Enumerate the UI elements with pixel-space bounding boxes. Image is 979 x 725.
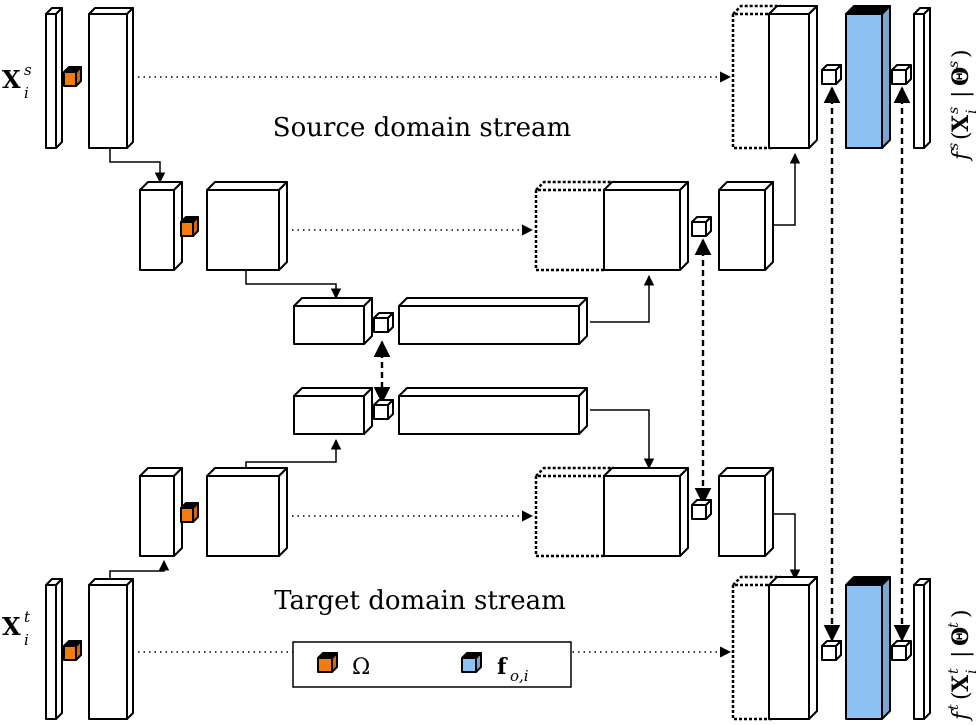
legend-feature-swatch <box>461 652 482 673</box>
source-small-cube-bn <box>373 312 394 333</box>
legend-feature-sub: o,i <box>510 667 529 685</box>
source-input-sub: i <box>24 84 29 102</box>
network-blocks <box>45 4 931 721</box>
legend-omega-cube <box>317 652 338 673</box>
target-enc1-block <box>88 578 134 720</box>
source-dec2-ghost <box>534 180 614 272</box>
legend-omega-swatch <box>317 652 338 673</box>
svg-text:(: ( <box>949 131 974 140</box>
target-omega-cube-1 <box>63 640 82 661</box>
source-bottleneck-a <box>293 297 373 345</box>
source-enc2-block <box>206 181 288 271</box>
source-enc2-slab <box>139 181 183 271</box>
target-input-sup: t <box>24 608 31 626</box>
connector-line <box>109 148 166 184</box>
target-output-sep: | <box>949 651 974 658</box>
target-dec1-block <box>768 576 818 720</box>
source-output-slab <box>913 7 931 149</box>
target-dec2-block <box>603 467 689 557</box>
source-dec2-slab <box>718 181 774 271</box>
target-input-slab <box>45 578 63 720</box>
svg-text:): ) <box>949 49 974 58</box>
target-small-cube-bn <box>373 399 394 420</box>
source-output-sup: s <box>946 143 962 150</box>
source-input-label: X s i <box>2 61 32 102</box>
target-output-label: f t ( X t i | Θ t ) <box>946 609 979 722</box>
target-output-arg-sub: i <box>964 670 979 674</box>
target-output-param: Θ <box>948 627 974 646</box>
source-small-cube-dec2 <box>691 216 712 237</box>
connector-line <box>590 409 655 470</box>
legend-feature-base: f <box>497 654 508 680</box>
target-bottleneck-b <box>398 387 588 435</box>
target-dec2-ghost <box>534 466 614 558</box>
target-enc2-block <box>206 467 288 557</box>
source-output-arg-sub: i <box>964 110 979 114</box>
source-enc1-block <box>88 7 134 149</box>
target-omega-cube-2 <box>180 502 199 523</box>
svg-text:(: ( <box>949 691 974 700</box>
target-feature-block <box>845 576 891 720</box>
source-dec1-block <box>768 5 818 149</box>
source-bottleneck-b <box>398 297 588 345</box>
connector-line <box>767 513 801 581</box>
source-stream-label: Source domain stream <box>273 113 571 143</box>
target-bottleneck-a <box>293 387 373 435</box>
source-dec2-block <box>603 181 689 271</box>
target-dec1-ghost <box>731 575 781 721</box>
connection-lines <box>109 71 911 658</box>
legend: Ω f o,i <box>292 641 572 688</box>
target-output-param-sup: t <box>946 622 962 628</box>
connector-line <box>245 270 342 300</box>
source-omega-cube-1 <box>63 66 82 87</box>
source-output-param: Θ <box>948 67 974 86</box>
target-stream-label: Target domain stream <box>274 586 566 616</box>
source-output-param-sup: s <box>946 61 962 68</box>
legend-frame <box>292 641 572 688</box>
target-small-cube-dec1 <box>821 640 842 661</box>
source-small-cube-out <box>891 64 912 85</box>
legend-omega-label: Ω <box>352 655 370 680</box>
target-small-cube-dec2 <box>691 499 712 520</box>
target-dec2-slab <box>718 467 774 557</box>
source-input-sup: s <box>24 61 32 79</box>
source-feature-block <box>845 5 891 149</box>
connector-line <box>590 274 655 323</box>
source-output-label: f s ( X s i | Θ s ) <box>946 49 979 162</box>
target-small-cube-out <box>891 640 912 661</box>
source-input-slab <box>45 7 63 149</box>
target-input-base: X <box>2 612 21 641</box>
target-output-arg-sup: t <box>946 668 962 674</box>
connector-line <box>767 152 801 226</box>
target-output-sup: t <box>946 704 962 710</box>
target-output-slab <box>913 578 931 720</box>
source-small-cube-dec1 <box>821 64 842 85</box>
source-omega-cube-2 <box>180 216 199 237</box>
svg-text:): ) <box>949 609 974 618</box>
target-output-arg: X <box>948 674 974 692</box>
source-output-sep: | <box>949 91 974 98</box>
source-output-arg: X <box>948 114 974 132</box>
legend-feature-cube <box>461 652 482 673</box>
source-output-arg-sup: s <box>946 107 962 114</box>
target-enc2-slab <box>139 467 183 557</box>
source-input-base: X <box>2 65 21 94</box>
target-input-sub: i <box>24 631 29 649</box>
target-input-label: X t i <box>2 608 31 649</box>
source-dec1-ghost <box>731 4 781 150</box>
